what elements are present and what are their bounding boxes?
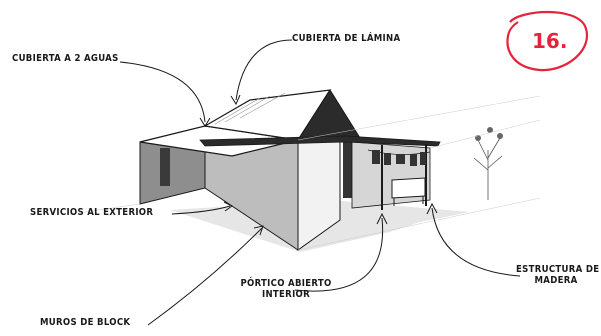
hanging-clothes bbox=[372, 150, 426, 166]
label-structure-line1: ESTRUCTURA DE bbox=[516, 264, 600, 275]
porch-table bbox=[391, 177, 426, 199]
label-services: SERVICIOS AL EXTERIOR bbox=[30, 207, 154, 218]
perspective-lines bbox=[69, 95, 541, 251]
leader-arrows bbox=[119, 39, 521, 326]
label-roof-sheet: CUBIERTA DE LÁMINA bbox=[292, 33, 401, 44]
tree-sketch bbox=[473, 127, 503, 200]
label-porch: PÓRTICO ABIERTO INTERIOR bbox=[236, 278, 336, 301]
label-walls: MUROS DE BLOCK bbox=[40, 317, 131, 328]
label-roof-two-waters: CUBIERTA A 2 AGUAS bbox=[12, 53, 119, 64]
badge-circle bbox=[506, 10, 588, 72]
label-structure: ESTRUCTURA DE MADERA bbox=[516, 264, 600, 287]
number-badge: 16. bbox=[506, 10, 588, 72]
label-structure-line2: MADERA bbox=[534, 274, 578, 286]
badge-number: 16. bbox=[532, 29, 567, 53]
dark-opening bbox=[343, 140, 353, 198]
porch-back-wall bbox=[351, 141, 431, 209]
roof-sketch-lines bbox=[214, 92, 286, 125]
end-wall-door bbox=[160, 148, 170, 186]
label-porch-line1: PÓRTICO ABIERTO bbox=[240, 278, 332, 289]
label-porch-line2: INTERIOR bbox=[261, 288, 310, 300]
